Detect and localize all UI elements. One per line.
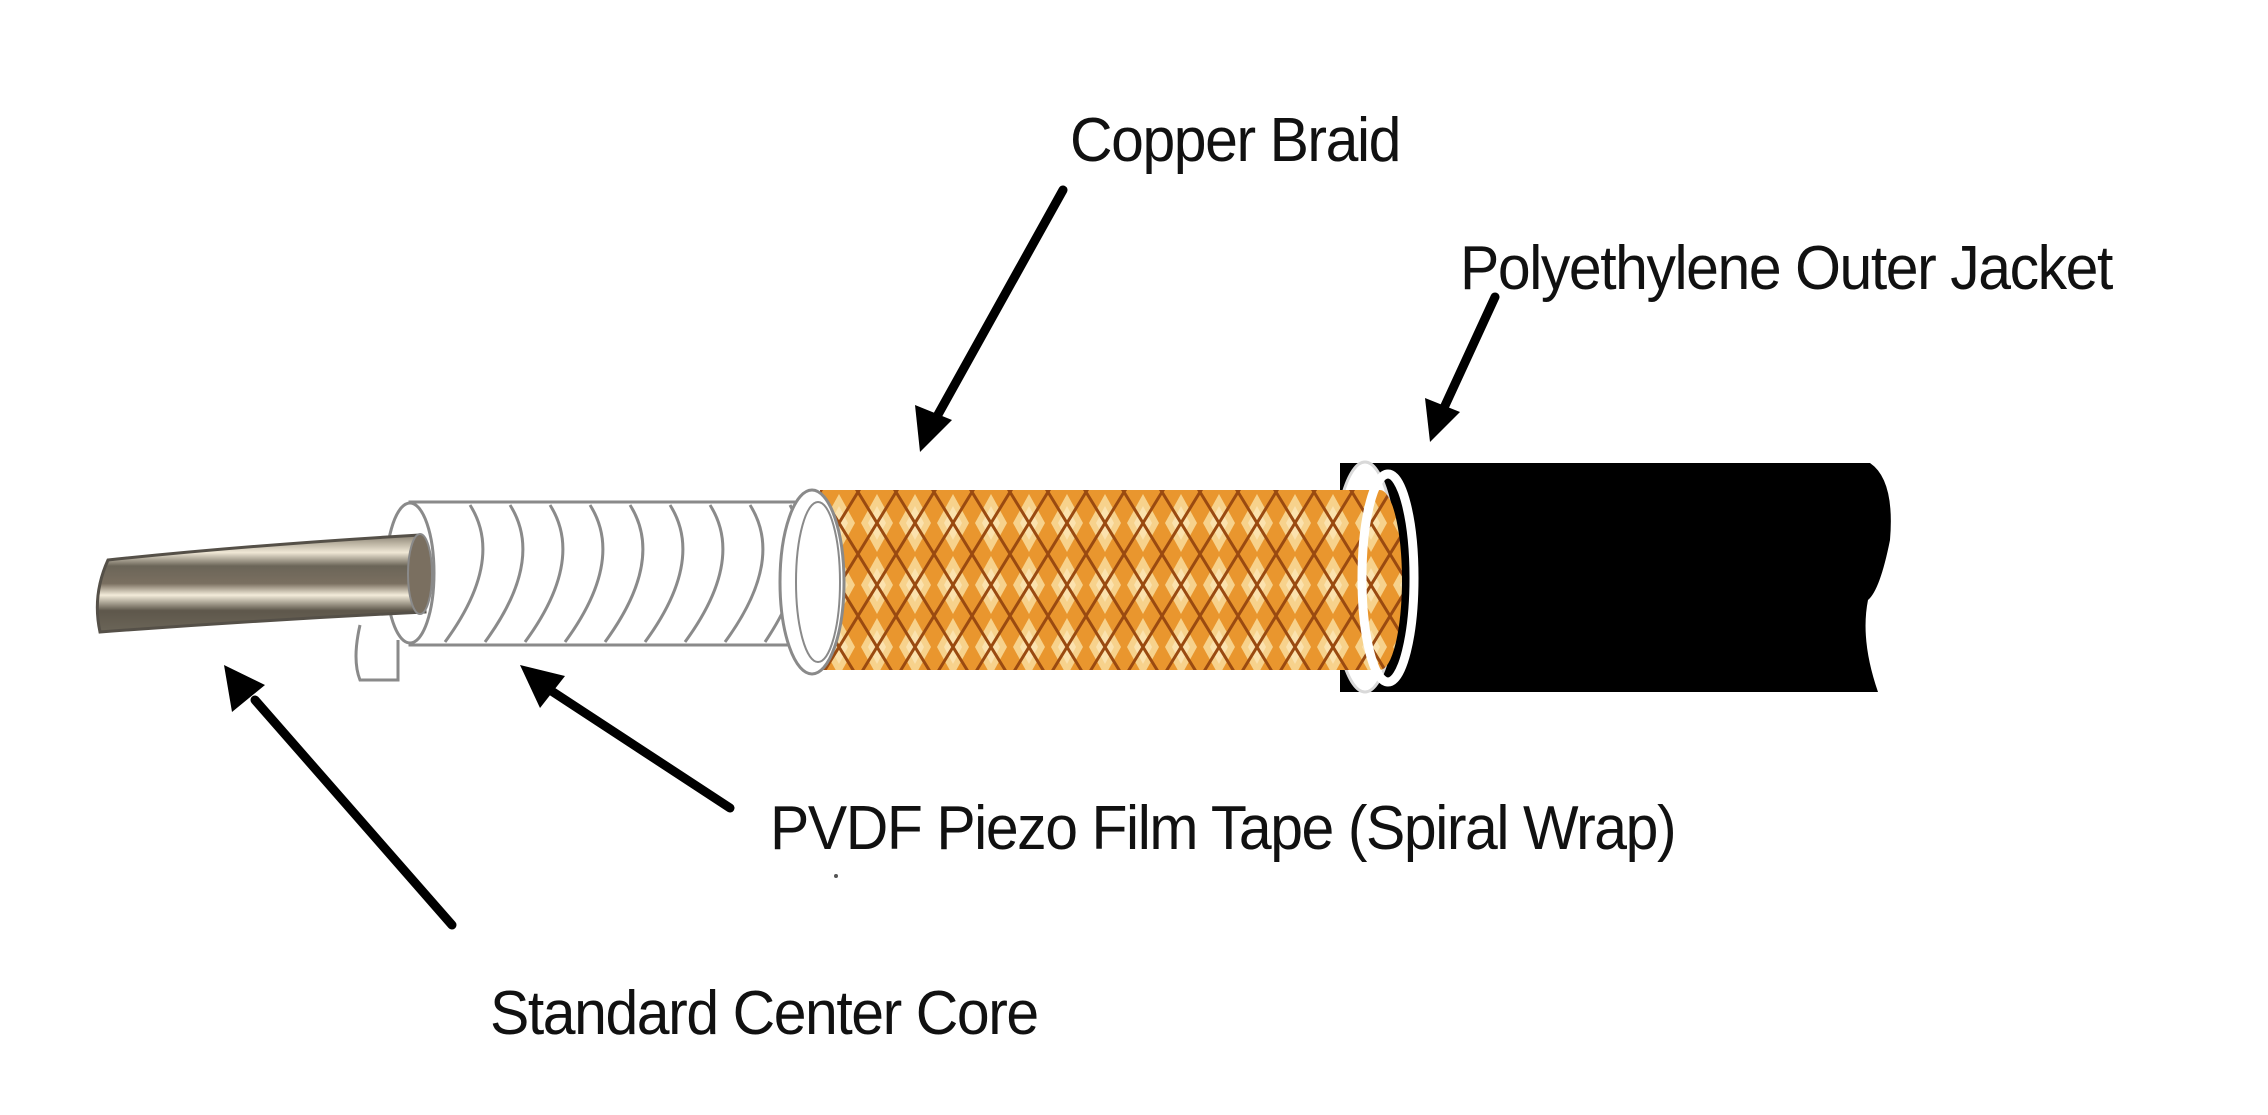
copper-braid	[820, 469, 1419, 687]
arrow-pvdf-tape	[520, 665, 735, 813]
stray-dot	[834, 874, 838, 878]
label-center-core: Standard Center Core	[490, 979, 1039, 1048]
arrow-outer-jacket	[1425, 292, 1500, 442]
center-core	[95, 533, 433, 634]
label-pvdf-tape: PVDF Piezo Film Tape (Spiral Wrap)	[770, 794, 1677, 863]
arrow-center-core	[224, 665, 457, 930]
arrow-copper-braid	[915, 185, 1068, 452]
label-copper-braid: Copper Braid	[1070, 106, 1401, 175]
label-outer-jacket: Polyethylene Outer Jacket	[1460, 234, 2113, 303]
